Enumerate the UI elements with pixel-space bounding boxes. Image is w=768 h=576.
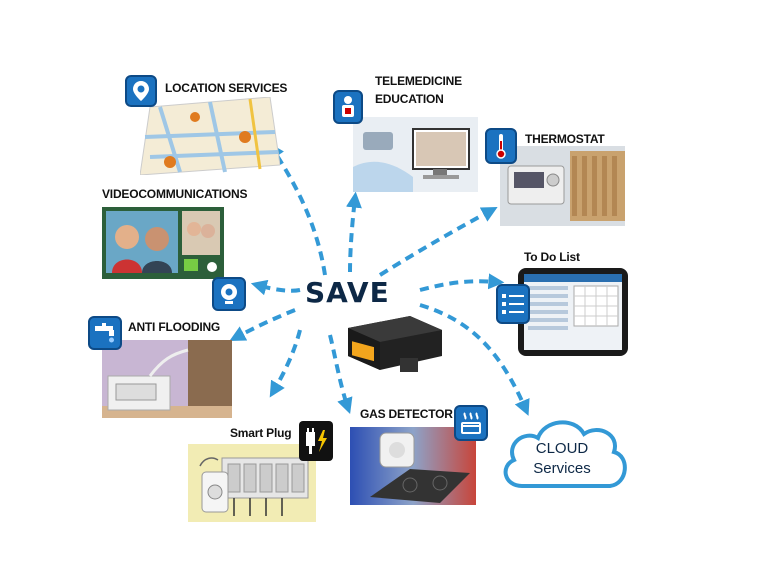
flood-sensor-image	[102, 340, 232, 418]
cloud-services-node: CLOUD Services	[494, 408, 634, 496]
gas-detector-label: GAS DETECTOR	[360, 407, 453, 421]
thermostat-image	[500, 146, 625, 226]
cloud-label-line1: CLOUD	[535, 440, 589, 457]
anti-flooding-label: ANTI FLOODING	[128, 320, 221, 334]
arrow-location	[268, 142, 327, 276]
arrow-telemedicine	[345, 191, 362, 273]
videocall-image	[102, 207, 224, 279]
webcam-icon	[212, 277, 246, 311]
thermostat-label: THERMOSTAT	[525, 132, 605, 146]
list-icon	[496, 284, 530, 324]
location-services-label: LOCATION SERVICES	[165, 81, 288, 95]
videocommunications-node: VIDEOCOMMUNICATIONS	[100, 185, 275, 315]
telemedicine-image	[353, 117, 478, 192]
center-title: SAVE	[305, 276, 390, 309]
arrow-smartplug	[269, 329, 302, 398]
gas-detector-node: GAS DETECTOR	[350, 405, 490, 510]
map-image	[140, 97, 280, 175]
todo-list-label: To Do List	[524, 250, 580, 264]
thermometer-icon	[485, 128, 517, 164]
arrow-gas	[328, 334, 353, 415]
gas-burner-icon	[454, 405, 488, 441]
water-tap-icon	[88, 316, 122, 350]
arrow-flood	[229, 308, 296, 342]
smart-plug-label: Smart Plug	[230, 426, 292, 440]
videocommunications-label: VIDEOCOMMUNICATIONS	[102, 187, 248, 201]
arrow-thermostat	[378, 206, 498, 277]
cloud-label-line2: Services	[533, 460, 591, 477]
thermostat-node: THERMOSTAT	[485, 128, 630, 228]
health-monitor-icon	[333, 90, 363, 124]
gateway-device-image	[348, 316, 442, 372]
location-pin-icon	[125, 75, 157, 107]
tablet-image	[518, 268, 628, 356]
smart-plug-node: Smart Plug	[188, 418, 333, 523]
telemedicine-label-line1: TELEMEDICINE	[375, 74, 462, 88]
arrow-video	[250, 279, 301, 296]
smart-plug-image	[188, 444, 316, 522]
telemedicine-node: TELEMEDICINE EDUCATION	[333, 72, 483, 192]
gas-detector-image	[350, 427, 476, 505]
power-plug-icon	[299, 421, 333, 461]
location-services-node: LOCATION SERVICES	[125, 75, 290, 175]
todo-list-node: To Do List	[488, 250, 633, 360]
anti-flooding-node: ANTI FLOODING	[88, 316, 238, 420]
cloud-shape	[503, 420, 627, 488]
arrow-todo	[419, 273, 505, 292]
arrow-cloud	[419, 303, 530, 416]
telemedicine-label-line2: EDUCATION	[375, 92, 444, 106]
